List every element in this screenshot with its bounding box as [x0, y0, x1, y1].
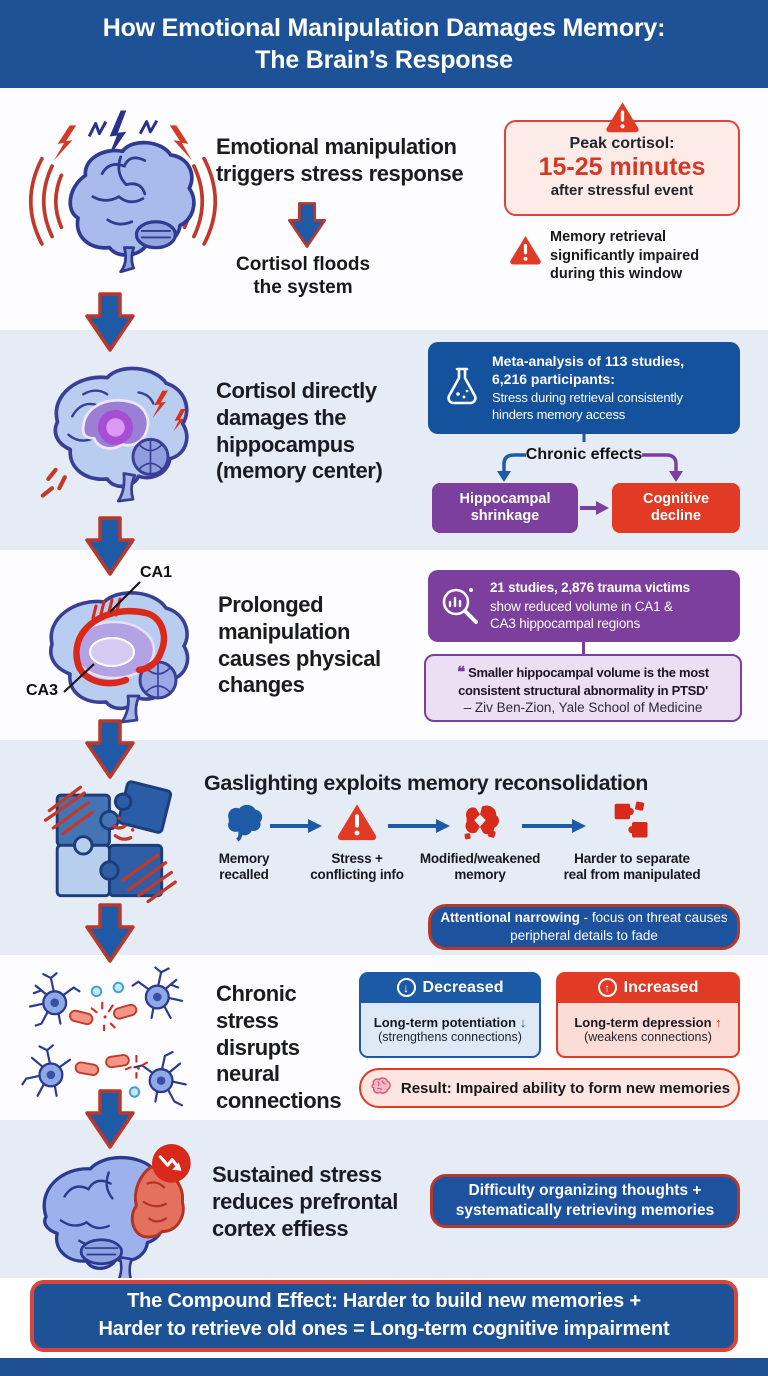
cognitive-decline-box: Cognitive decline: [612, 483, 740, 533]
warning-triangle-icon: [508, 234, 543, 271]
section1-subtext: Cortisol floods the system: [235, 254, 371, 298]
compound-effect-text: The Compound Effect: Harder to build new…: [98, 1290, 670, 1340]
decreased-card: ↓ Decreased Long-term potentiation ↓ (st…: [359, 972, 541, 1058]
section6-headline: Sustained stress reduces prefrontal cort…: [212, 1162, 398, 1241]
circle-up-arrow-icon: ↑: [597, 978, 617, 997]
flow-step-memory-recalled: Memory recalled: [194, 798, 294, 883]
quote-attribution: – Ziv Ben-Zion, Yale School of Medicine: [463, 700, 703, 716]
broken-puzzle-illustration: [30, 766, 185, 921]
callout-bold: Attentional narrowing: [440, 910, 580, 926]
result-text: Result: Impaired ability to form new mem…: [400, 1079, 731, 1097]
meta-analysis-stats: Meta-analysis of 113 studies, 6,216 part…: [492, 353, 685, 388]
ca1-label: CA1: [140, 564, 173, 581]
decreased-label: Decreased: [422, 978, 504, 996]
circle-down-arrow-icon: ↓: [396, 978, 416, 997]
footer-zone: The Compound Effect: Harder to build new…: [0, 1278, 768, 1358]
trauma-studies-box: 21 studies, 2,876 trauma victims show re…: [428, 570, 740, 642]
increased-card-header: ↑ Increased: [556, 972, 740, 1003]
memory-retrieval-note: Memory retrieval significantly impaired …: [550, 229, 700, 283]
stressed-brain-illustration: [28, 104, 218, 299]
ltp-label: Long-term potentiation: [373, 1015, 517, 1030]
flow-step-modified-memory: Modified/weakened memory: [400, 798, 560, 883]
increased-card-body: Long-term depression ↑ (weakens connecti…: [556, 1003, 740, 1058]
section-gaslighting: Gaslighting exploits memory reconsolidat…: [0, 740, 768, 955]
flow-step-label: Stress + conflicting info: [310, 851, 404, 883]
flow-step-label: Modified/weakened memory: [419, 851, 541, 883]
down-arrow-icon: [287, 200, 327, 255]
prefrontal-brain-illustration: [24, 1132, 199, 1289]
right-arrow-icon: [268, 818, 324, 839]
section-stress-response: Emotional manipulation triggers stress r…: [0, 88, 768, 330]
section1-headline: Emotional manipulation triggers stress r…: [216, 134, 464, 186]
section-hippocampus-damage: Cortisol directly damages the hippocampu…: [0, 330, 768, 550]
brain-icon: [369, 1076, 393, 1101]
meta-analysis-text: Stress during retrieval consistently hin…: [492, 390, 683, 422]
down-arrow-icon: [84, 719, 136, 784]
ltp-sub: (strengthens connections): [378, 1030, 522, 1044]
peak-cortisol-value: 15-25 minutes: [538, 153, 706, 181]
flow-step-stress: Stress + conflicting info: [297, 798, 417, 883]
increased-card: ↑ Increased Long-term depression ↑ (weak…: [556, 972, 740, 1058]
meta-analysis-box: Meta-analysis of 113 studies, 6,216 part…: [428, 342, 740, 434]
difficulty-callout: Difficulty organizing thoughts + systema…: [430, 1174, 740, 1228]
section-physical-changes: CA1 CA3 Prolonged manipulation causes ph…: [0, 550, 768, 740]
decreased-card-header: ↓ Decreased: [359, 972, 541, 1003]
up-arrow-glyph: ↑: [715, 1015, 722, 1030]
trauma-studies-text: show reduced volume in CA1 & CA3 hippoca…: [490, 599, 673, 632]
bottom-bar: [0, 1358, 768, 1376]
warning-triangle-icon: [297, 798, 417, 846]
flow-step-label: Harder to separate real from manipulated: [563, 851, 701, 883]
trauma-studies-stats: 21 studies, 2,876 trauma victims: [490, 580, 690, 595]
peak-cortisol-card: Peak cortisol: 15-25 minutes after stres…: [504, 120, 740, 216]
brain-icon: [194, 798, 294, 846]
puzzle-pieces-icon: [549, 798, 715, 846]
right-arrow-icon: [580, 500, 610, 521]
hippocampus-brain-illustration: [28, 340, 203, 530]
down-arrow-glyph: ↓: [519, 1015, 527, 1030]
warning-triangle-icon: [604, 100, 641, 139]
peak-cortisol-caption: after stressful event: [550, 181, 694, 199]
hippocampal-shrinkage-box: Hippocampal shrinkage: [432, 483, 578, 533]
magnifier-chart-icon: [438, 584, 482, 633]
attentional-narrowing-callout: Attentional narrowing - focus on threat …: [428, 904, 740, 950]
ca-regions-brain-illustration: [22, 568, 217, 733]
right-arrow-icon: [386, 818, 452, 839]
callout-text: - focus on threat causes peripheral deta…: [510, 910, 728, 943]
chronic-effects-connector: [428, 434, 740, 488]
result-box: Result: Impaired ability to form new mem…: [359, 1068, 740, 1108]
page-title: How Emotional Manipulation Damages Memor…: [102, 13, 666, 75]
section4-headline: Gaslighting exploits memory reconsolidat…: [204, 771, 648, 795]
section-prefrontal-cortex: Sustained stress reduces prefrontal cort…: [0, 1120, 768, 1283]
section5-headline: Chronic stress disrupts neural connectio…: [216, 981, 342, 1114]
damaged-memory-icon: [400, 798, 560, 846]
down-arrow-icon: [84, 292, 136, 357]
down-arrow-icon: [84, 1089, 136, 1154]
header-banner: How Emotional Manipulation Damages Memor…: [0, 0, 768, 88]
ltd-label: Long-term depression: [574, 1015, 712, 1030]
down-arrow-icon: [84, 516, 136, 581]
section3-headline: Prolonged manipulation causes physical c…: [218, 592, 381, 698]
compound-effect-banner: The Compound Effect: Harder to build new…: [30, 1280, 738, 1352]
flow-step-harder-to-separate: Harder to separate real from manipulated: [549, 798, 715, 883]
right-arrow-icon: [520, 818, 588, 839]
section2-headline: Cortisol directly damages the hippocampu…: [216, 378, 383, 484]
ltd-sub: (weakens connections): [584, 1030, 712, 1044]
increased-label: Increased: [623, 978, 699, 996]
connector-stub: [582, 642, 585, 656]
decreased-card-body: Long-term potentiation ↓ (strengthens co…: [359, 1003, 541, 1058]
flask-icon: [440, 364, 484, 413]
down-arrow-icon: [84, 903, 136, 968]
quote-text: ❝ Smaller hippocampal volume is the most…: [457, 664, 709, 698]
quote-mark-icon: ❝: [457, 664, 465, 681]
chronic-effects-label: Chronic effects: [525, 446, 643, 463]
expert-quote-box: ❝ Smaller hippocampal volume is the most…: [424, 654, 742, 722]
peak-cortisol-title: Peak cortisol:: [569, 135, 675, 152]
ca3-label: CA3: [26, 682, 59, 699]
flow-step-label: Memory recalled: [218, 851, 270, 883]
